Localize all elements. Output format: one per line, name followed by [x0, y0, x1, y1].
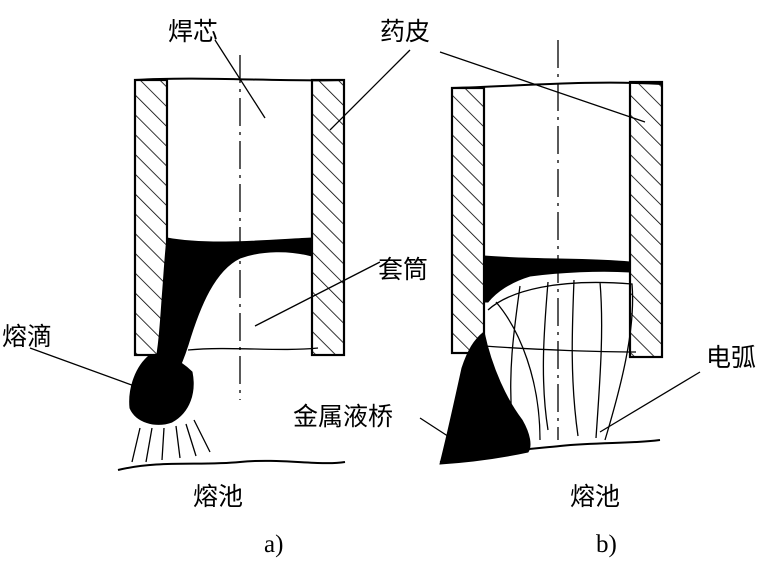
pool-surface-b [439, 439, 661, 463]
label-core-wire: 焊芯 [168, 17, 218, 46]
leader-metal-bridge [419, 417, 461, 445]
panel-b [419, 40, 701, 465]
label-coating: 药皮 [380, 17, 430, 46]
coating-right-wall-a [310, 78, 346, 357]
leader-arc [599, 371, 701, 433]
label-sleeve: 套筒 [378, 255, 428, 284]
sleeve-bottom-edge-a [187, 347, 319, 351]
leader-sleeve [254, 261, 381, 327]
caption-a: a) [264, 531, 283, 558]
core-top-edge-b [451, 81, 663, 89]
pool-surface-a [117, 459, 346, 471]
panel-a [29, 39, 411, 471]
arc-streaks-a [131, 419, 211, 463]
leader-core-wire [214, 39, 266, 119]
metal-bridge-b [439, 331, 531, 465]
coating-left-wall-a [133, 78, 169, 357]
molten-core-tip-b [483, 255, 631, 303]
leader-coating-b [439, 51, 646, 123]
sleeve-bottom-edge-b [483, 345, 637, 353]
caption-b: b) [596, 531, 617, 558]
label-droplet: 熔滴 [2, 322, 52, 351]
droplet-a [129, 353, 194, 425]
coating-left-wall-b [450, 86, 486, 355]
label-arc: 电弧 [706, 343, 756, 372]
leader-droplet [29, 347, 141, 389]
leader-coating-a [329, 49, 411, 131]
label-metal-bridge: 金属液桥 [293, 402, 393, 431]
coating-right-wall-b [628, 80, 664, 359]
molten-core-tip-a [149, 237, 313, 396]
label-molten-pool-b: 熔池 [570, 482, 620, 511]
arc-lines-b [487, 279, 634, 441]
label-molten-pool-a: 熔池 [193, 482, 243, 511]
